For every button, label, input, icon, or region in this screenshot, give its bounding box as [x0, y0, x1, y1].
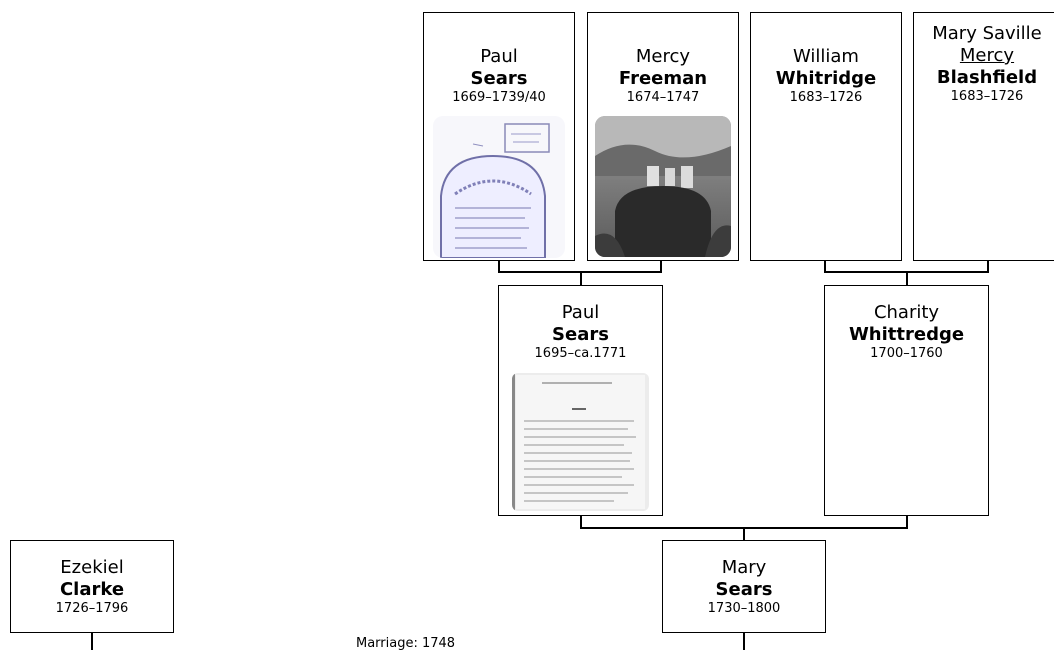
surname: Whitridge [775, 68, 877, 89]
connector-line [660, 261, 662, 272]
given-name: Mary [721, 557, 767, 578]
person-card-charity-whittredge[interactable]: Charity Whittredge 1700–1760 [824, 285, 989, 516]
life-dates: 1674–1747 [626, 90, 700, 105]
given-name: Mercy [635, 46, 691, 67]
surname: Freeman [618, 68, 708, 89]
person-card-paul-sears-1695[interactable]: Paul Sears 1695–ca.1771 [498, 285, 663, 516]
life-dates: 1700–1760 [870, 346, 943, 361]
connector-line [906, 516, 908, 528]
surname: Clarke [59, 579, 125, 600]
connector-line [743, 633, 745, 650]
connector-line [91, 633, 93, 650]
document-page-image[interactable] [512, 373, 649, 511]
life-dates: 1695–ca.1771 [534, 346, 627, 361]
connector-line [498, 261, 500, 272]
given-name: Ezekiel [60, 557, 124, 578]
life-dates: 1683–1726 [789, 90, 863, 105]
connector-line [580, 516, 582, 528]
surname: Whittredge [848, 324, 965, 345]
life-dates: 1669–1739/40 [452, 90, 546, 105]
given-name: William [793, 46, 859, 67]
life-dates: 1683–1726 [950, 89, 1024, 104]
marriage-label: Marriage: 1748 [356, 636, 456, 651]
connector-line [906, 271, 908, 286]
surname: Sears [552, 324, 609, 345]
connector-line [824, 261, 826, 272]
person-card-william-whitridge[interactable]: William Whitridge 1683–1726 [750, 12, 902, 261]
given-name: Charity [873, 302, 940, 323]
given-name: Paul [561, 302, 600, 323]
alternate-given-name: Mercy [959, 45, 1015, 66]
connector-line [580, 271, 582, 286]
gravestone-photo-image[interactable] [595, 116, 731, 257]
surname: Blashfield [936, 67, 1038, 88]
connector-line [743, 527, 745, 541]
person-card-mary-sears[interactable]: Mary Sears 1730–1800 [662, 540, 826, 633]
life-dates: 1726–1796 [55, 601, 129, 616]
person-card-paul-sears-1669[interactable]: Paul Sears 1669–1739/40 [423, 12, 575, 261]
life-dates: 1730–1800 [707, 601, 781, 616]
given-name: Mary Saville [932, 23, 1042, 44]
surname: Sears [715, 579, 773, 600]
connector-line [987, 261, 989, 272]
person-card-ezekiel-clarke[interactable]: Ezekiel Clarke 1726–1796 [10, 540, 174, 633]
person-card-mercy-freeman[interactable]: Mercy Freeman 1674–1747 [587, 12, 739, 261]
person-card-mary-saville-blashfield[interactable]: Mary Saville Mercy Blashfield 1683–1726 [913, 12, 1054, 261]
gravestone-sketch-image[interactable] [433, 116, 565, 258]
given-name: Paul [480, 46, 518, 67]
surname: Sears [470, 68, 528, 89]
